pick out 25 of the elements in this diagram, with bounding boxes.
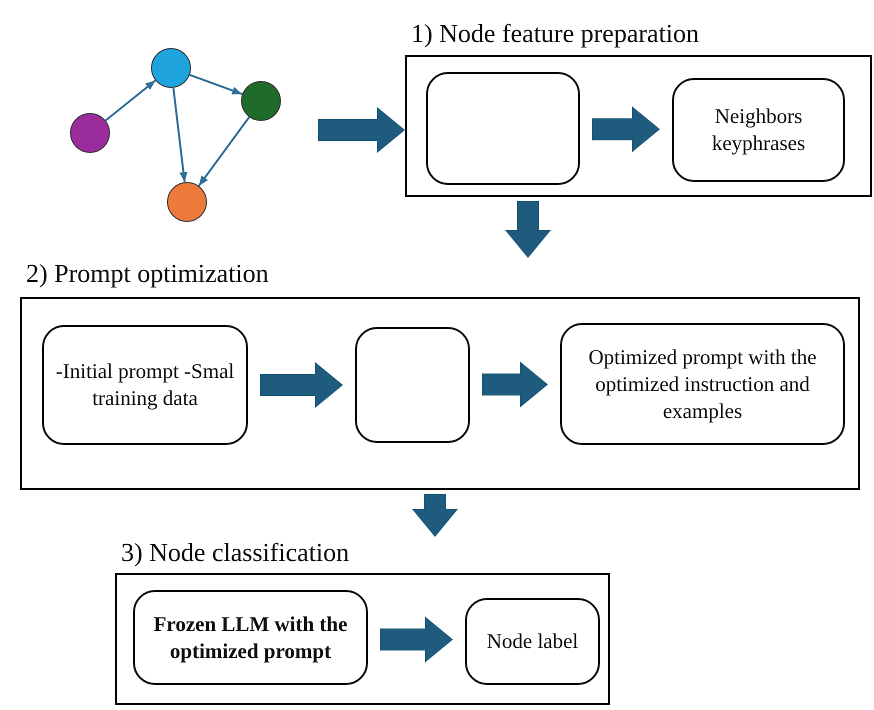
- graph-node-circle: [241, 81, 281, 121]
- process-box: Frozen LLM with the optimized prompt: [133, 590, 368, 685]
- arrow: [198, 116, 250, 186]
- block-arrow: [505, 201, 551, 258]
- empty-box: [355, 327, 470, 443]
- block-arrow: [412, 494, 458, 537]
- section-heading: 1) Node feature preparation: [411, 18, 700, 50]
- process-box: Neighbors keyphrases: [672, 78, 845, 182]
- block-arrow: [260, 362, 343, 408]
- process-box: Node label: [465, 598, 600, 685]
- arrow: [172, 88, 188, 182]
- block-arrow: [592, 106, 660, 152]
- section-heading: 3) Node classification: [121, 537, 350, 569]
- graph-node-circle: [70, 113, 110, 153]
- arrow: [104, 80, 156, 122]
- block-arrow: [318, 107, 405, 153]
- graph-node-circle: [151, 48, 191, 88]
- process-box: -Initial prompt -Smal training data: [42, 325, 248, 445]
- graph-node-circle: [167, 182, 207, 222]
- block-arrow: [482, 362, 548, 408]
- empty-box: [426, 72, 580, 185]
- arrow: [189, 74, 243, 96]
- section-heading: 2) Prompt optimization: [26, 258, 269, 290]
- block-arrow: [380, 616, 453, 662]
- process-box: Optimized prompt with the optimized instruction and examples: [560, 323, 845, 445]
